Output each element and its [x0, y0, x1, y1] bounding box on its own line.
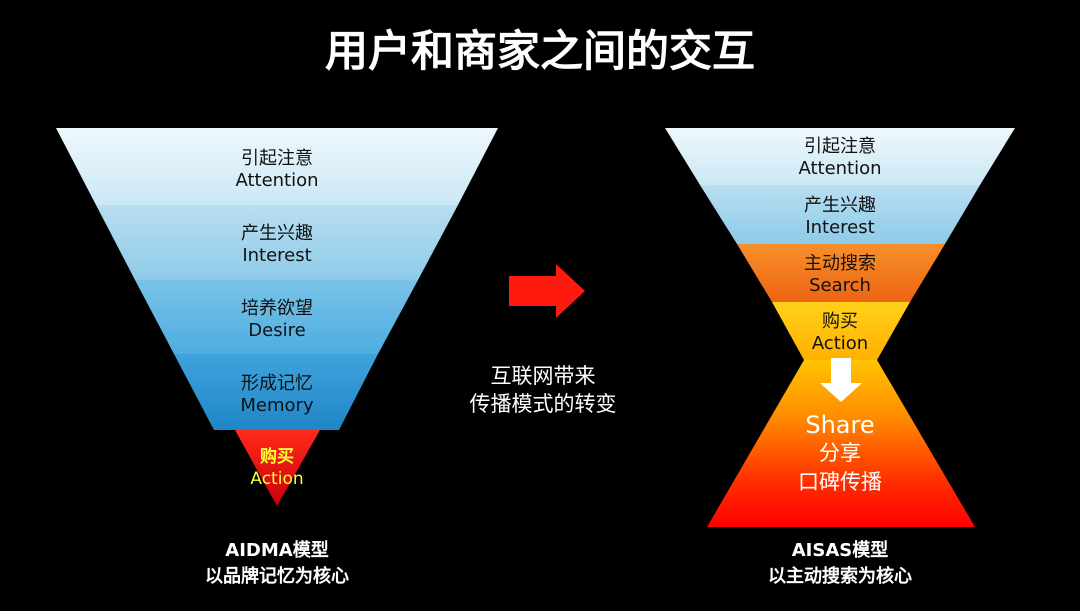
- aisas-stage-attention: [665, 128, 1015, 185]
- aidma-action-en: Action: [250, 469, 303, 489]
- aidma-attention-cn: 引起注意: [241, 148, 313, 169]
- aisas-interest-en: Interest: [805, 217, 874, 238]
- aidma-memory-cn: 形成记忆: [241, 373, 313, 394]
- down-arrow-icon: [820, 358, 862, 402]
- aisas-action-en: Action: [812, 333, 868, 354]
- aidma-stage-action: [235, 430, 320, 506]
- aisas-share-en: Share: [805, 411, 874, 439]
- aisas-interest-cn: 产生兴趣: [804, 195, 876, 216]
- aisas-caption-line1: AISAS模型: [792, 539, 889, 561]
- aisas-stage-interest: [700, 185, 980, 244]
- aisas-action-cn: 购买: [822, 311, 858, 332]
- aisas-share-cn1: 分享: [819, 441, 861, 465]
- right-arrow-icon: [509, 264, 585, 318]
- transition-line1: 互联网带来: [491, 364, 596, 388]
- aidma-stage-desire: [135, 280, 418, 354]
- aisas-search-en: Search: [809, 275, 871, 296]
- aisas-caption: AISAS模型 以主动搜索为核心: [768, 539, 912, 587]
- aisas-stage-share: [707, 360, 975, 527]
- aidma-memory-en: Memory: [240, 395, 314, 416]
- aidma-attention-en: Attention: [235, 170, 318, 191]
- aidma-interest-cn: 产生兴趣: [241, 223, 313, 244]
- aidma-caption-line1: AIDMA模型: [225, 539, 328, 561]
- slide-title: 用户和商家之间的交互: [325, 27, 755, 77]
- aidma-stage-attention: [56, 128, 498, 205]
- aisas-labels: 引起注意 Attention 产生兴趣 Interest 主动搜索 Search…: [798, 136, 882, 494]
- aidma-stage-interest: [96, 205, 458, 280]
- aidma-interest-en: Interest: [242, 245, 311, 266]
- aidma-desire-cn: 培养欲望: [241, 298, 313, 319]
- aisas-share-cn2: 口碑传播: [798, 470, 882, 494]
- aidma-funnel: [56, 128, 498, 506]
- aidma-action-cn: 购买: [260, 446, 294, 467]
- transition-line2: 传播模式的转变: [470, 392, 617, 416]
- transition-text: 互联网带来 传播模式的转变: [470, 364, 617, 416]
- aidma-caption-line2: 以品牌记忆为核心: [205, 565, 349, 587]
- aidma-caption: AIDMA模型 以品牌记忆为核心: [205, 539, 349, 587]
- aisas-stage-search: [737, 244, 945, 302]
- aisas-stage-action: [772, 302, 910, 360]
- aidma-stage-memory: [174, 354, 378, 430]
- aidma-labels: 引起注意 Attention 产生兴趣 Interest 培养欲望 Desire…: [235, 148, 318, 489]
- aisas-search-cn: 主动搜索: [804, 253, 876, 274]
- aisas-funnel: [665, 128, 1015, 527]
- aisas-attention-en: Attention: [798, 158, 881, 179]
- aidma-desire-en: Desire: [248, 320, 305, 341]
- aisas-caption-line2: 以主动搜索为核心: [768, 565, 912, 587]
- aisas-attention-cn: 引起注意: [804, 136, 876, 157]
